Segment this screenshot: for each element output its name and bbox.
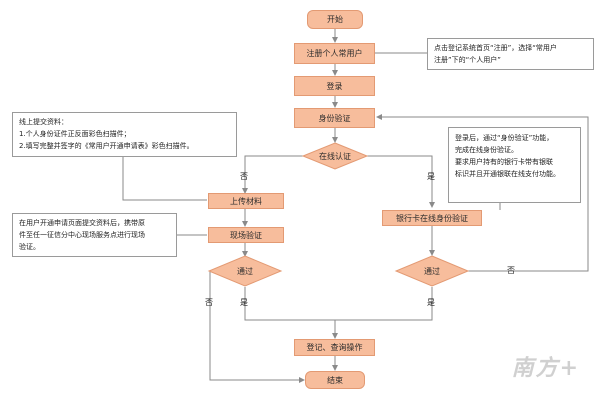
edge-online-yes bbox=[366, 155, 435, 208]
note-online-submit-line: 1.个人身份证件正反面彩色扫描件； bbox=[19, 130, 131, 138]
decision-pass-right-label: 通过 bbox=[424, 266, 440, 276]
note-bank-line: 标识并且开通银联在线支付功能。 bbox=[455, 170, 560, 178]
decision-online-auth bbox=[301, 142, 369, 170]
decision-pass-left-label: 通过 bbox=[237, 266, 253, 276]
note-onsite: 在用户开通申请页面提交资料后，携带原 件至任一征信分中心现场服务点进行现场 验证… bbox=[12, 213, 177, 257]
note-register: 点击登记系统首页“注册”，选择“常用户 注册”下的“个人用户” bbox=[427, 38, 594, 70]
note-onsite-line: 验证。 bbox=[19, 243, 40, 251]
note-register-line: 点击登记系统首页“注册”，选择“常用户 bbox=[434, 44, 557, 52]
edge-label-pass-right-no: 否 bbox=[507, 266, 515, 275]
edge-pass-right-yes bbox=[335, 287, 433, 321]
note-bank-line: 完成在线身份验证。 bbox=[455, 146, 518, 154]
note-bank: 登录后，通过“身份验证”功能， 完成在线身份验证。 要求用户持有的银行卡带有银联… bbox=[448, 127, 581, 203]
node-onsite-verify: 现场验证 bbox=[208, 227, 284, 243]
decision-online-auth-label: 在线认证 bbox=[319, 151, 351, 161]
node-register-user: 注册个人常用户 bbox=[294, 43, 375, 64]
node-login: 登录 bbox=[294, 76, 375, 96]
edge-online-no bbox=[242, 155, 304, 194]
edge-pass-left-no bbox=[209, 271, 305, 383]
node-bank-card-verify: 银行卡在线身份验证 bbox=[382, 210, 482, 226]
note-bank-line: 要求用户持有的银行卡带有银联 bbox=[455, 158, 553, 166]
note-onsite-line: 件至任一征信分中心现场服务点进行现场 bbox=[19, 231, 145, 239]
node-end: 结束 bbox=[305, 371, 365, 389]
edge-label-online-no: 否 bbox=[240, 172, 248, 181]
node-register-query: 登记、查询操作 bbox=[294, 339, 375, 356]
note-onsite-line: 在用户开通申请页面提交资料后，携带原 bbox=[19, 219, 145, 227]
node-upload-materials: 上传材料 bbox=[208, 193, 284, 209]
decision-pass-right bbox=[394, 255, 470, 287]
edge-pass-right-no bbox=[376, 114, 589, 272]
connector-online-note bbox=[122, 157, 207, 201]
note-online-submit-line: 2.填写完整并签字的《常用户开通申请表》彩色扫描件。 bbox=[19, 142, 194, 150]
note-bank-line: 登录后，通过“身份验证”功能， bbox=[455, 134, 554, 142]
edge-label-pass-left-yes: 是 bbox=[240, 298, 248, 307]
edge-label-pass-left-no: 否 bbox=[205, 298, 213, 307]
note-online-submit: 线上提交资料： 1.个人身份证件正反面彩色扫描件； 2.填写完整并签字的《常用户… bbox=[12, 112, 237, 157]
edge-pass-left-yes bbox=[244, 287, 335, 321]
decision-pass-left bbox=[207, 255, 283, 287]
note-register-line: 注册”下的“个人用户” bbox=[434, 56, 501, 64]
watermark-logo: 南方+ bbox=[511, 355, 580, 381]
note-online-submit-line: 线上提交资料： bbox=[19, 118, 68, 126]
node-identity-verify: 身份验证 bbox=[294, 108, 375, 128]
edge-label-pass-right-yes: 是 bbox=[427, 298, 435, 307]
node-start: 开始 bbox=[307, 10, 363, 29]
edge-label-online-yes: 是 bbox=[427, 172, 435, 181]
